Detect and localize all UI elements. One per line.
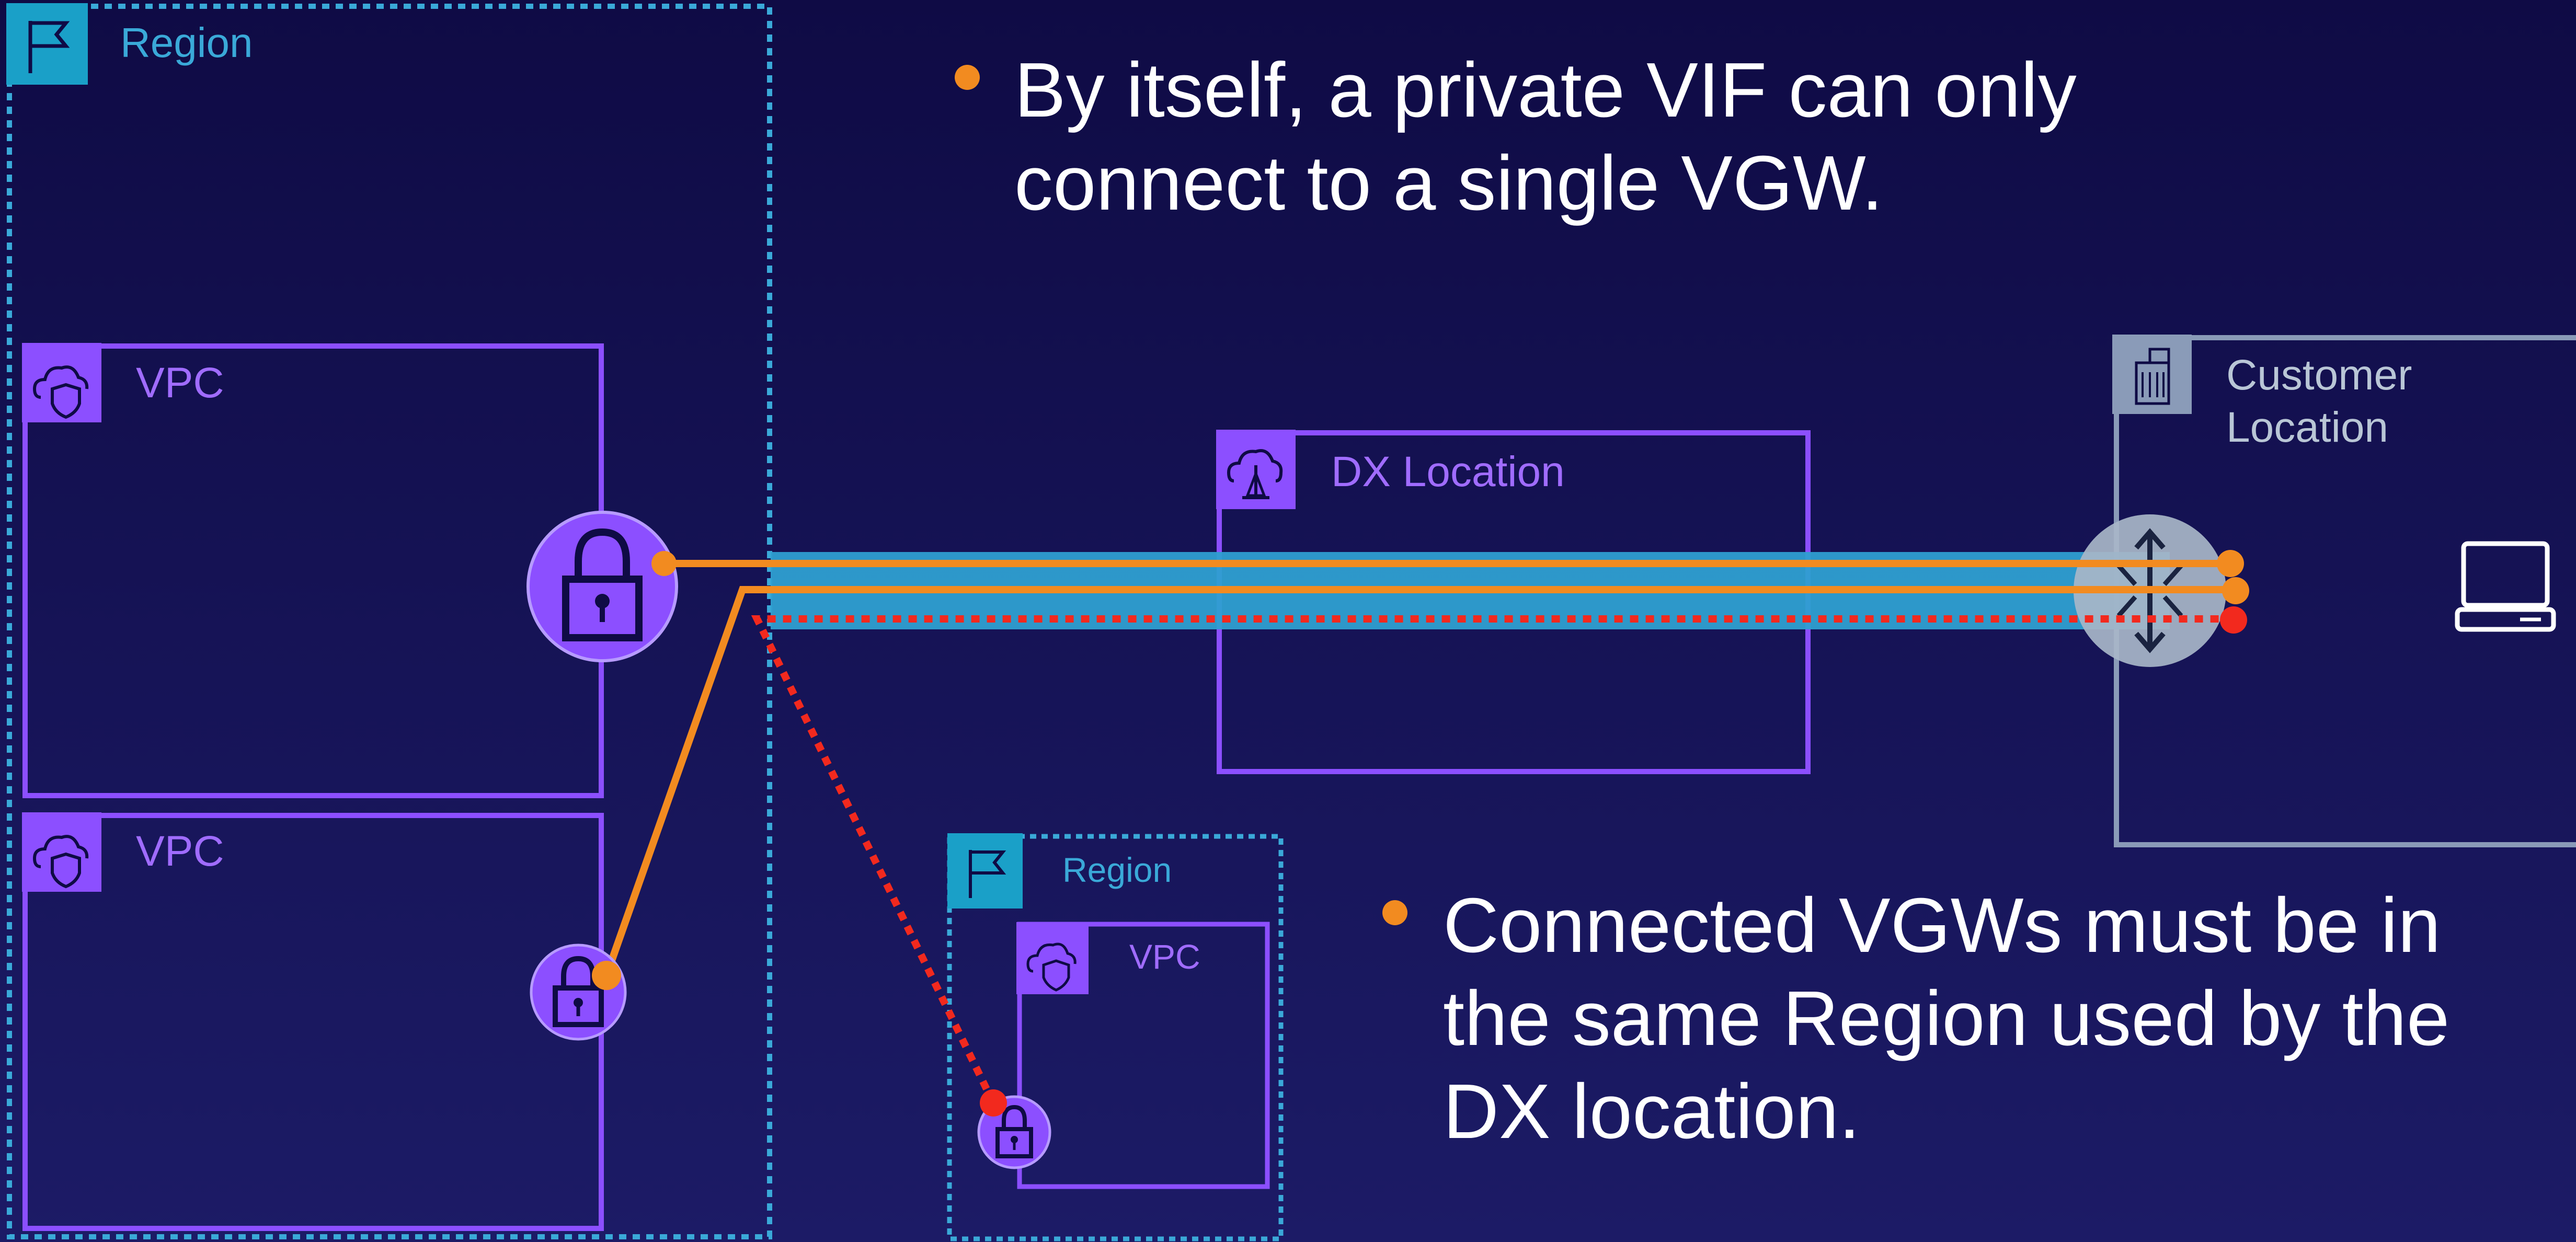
vpc-small-border — [1017, 922, 1270, 1189]
laptop-icon — [2455, 541, 2556, 632]
bullet-dot — [955, 65, 980, 90]
region-label: Region — [120, 19, 253, 66]
endpoint-dot — [2217, 550, 2244, 577]
vpc-label: VPC — [136, 359, 224, 407]
vpc-bottom-border — [22, 813, 604, 1231]
region-small-border — [947, 834, 1284, 1241]
vif-link-to-bottom-vgw — [603, 586, 2236, 977]
vpc-label: VPC — [136, 827, 224, 875]
dx-location-label: DX Location — [1331, 448, 1565, 496]
vif-link-to-other-region-vgw — [751, 615, 2234, 1105]
vgw-top-lock-icon — [526, 511, 678, 662]
endpoint-dot — [651, 551, 677, 576]
endpoint-dot — [2222, 577, 2249, 604]
dx-cloud-tower-icon — [1216, 430, 1296, 509]
vpc-small-cloud-shield-icon — [1016, 922, 1089, 994]
vpc-top-cloud-shield-icon — [22, 343, 101, 422]
bullet-dot — [1382, 900, 1407, 925]
region-small-flag-icon — [947, 833, 1023, 908]
endpoint-dot — [980, 1089, 1007, 1117]
endpoint-dot — [592, 961, 621, 990]
vpc-bottom-cloud-shield-icon — [22, 812, 101, 892]
region-label: Region — [1062, 850, 1172, 889]
endpoint-dot — [2220, 606, 2247, 634]
customer-building-icon — [2112, 335, 2192, 414]
vpc-top-border — [22, 343, 604, 798]
bullet-text: By itself, a private VIF can only connec… — [1014, 47, 2077, 226]
customer-location-label: Customer Location — [2226, 351, 2412, 451]
bullet-text: Connected VGWs must be in the same Regio… — [1443, 882, 2450, 1155]
vgw-bottom-lock-icon — [530, 944, 627, 1041]
vpc-label: VPC — [1129, 937, 1200, 976]
region-flag-icon — [6, 3, 88, 85]
